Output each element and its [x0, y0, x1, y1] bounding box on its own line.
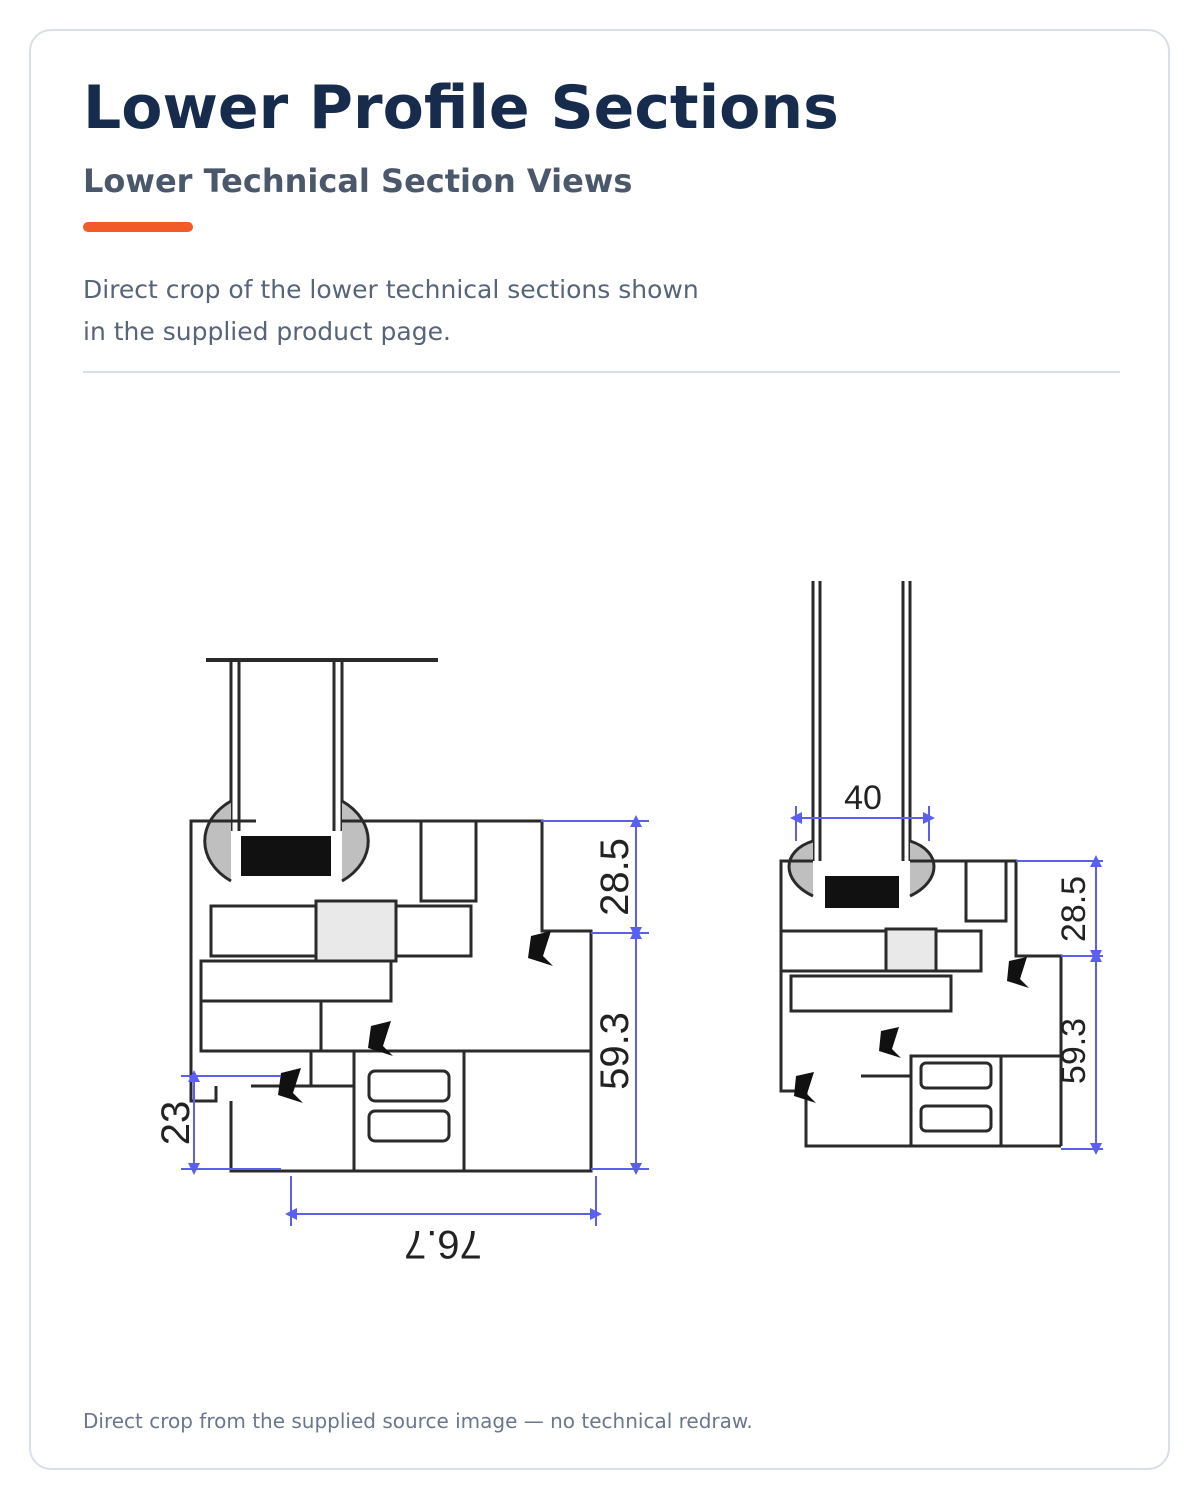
technical-section-drawing: 28.5 59.3 23 76.7 [154, 581, 1103, 1266]
left-dim-28-5: 28.5 [593, 838, 637, 916]
page-title: Lower Profile Sections [83, 73, 839, 143]
right-dimensions [790, 806, 1103, 1155]
right-dim-40: 40 [844, 779, 882, 817]
left-dim-23: 23 [154, 1101, 198, 1146]
right-dim-28-5: 28.5 [1055, 876, 1093, 942]
left-profile-section [189, 658, 593, 1173]
section-divider [83, 371, 1120, 373]
page-subtitle: Lower Technical Section Views [83, 162, 633, 200]
right-dim-59-3: 59.3 [1055, 1018, 1093, 1084]
left-dim-59-3: 59.3 [593, 1012, 637, 1090]
right-profile-section [779, 581, 1063, 1148]
footer-note: Direct crop from the supplied source ima… [83, 1409, 753, 1433]
left-dim-76-7: 76.7 [404, 1222, 482, 1266]
left-dimensions [181, 815, 649, 1226]
accent-bar [83, 222, 193, 232]
content-card: Lower Profile Sections Lower Technical S… [29, 29, 1170, 1470]
description-text: Direct crop of the lower technical secti… [83, 275, 699, 346]
